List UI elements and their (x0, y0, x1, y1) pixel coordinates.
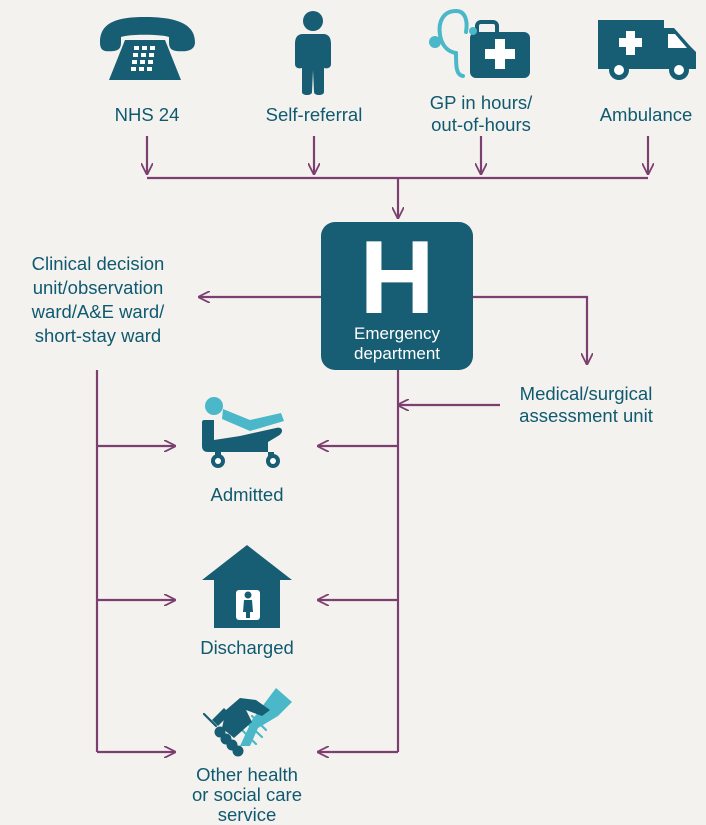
gp-label: GP in hours/ out-of-hours (429, 92, 533, 135)
ambulance-label: Ambulance (599, 104, 693, 125)
admitted-label: Admitted (210, 484, 284, 505)
other-care-service-label: Other health or social care service (191, 764, 302, 825)
house-person-icon (202, 545, 292, 628)
arrow-to-medical-surgical-unit (473, 295, 587, 364)
self-referral-label: Self-referral (265, 104, 363, 125)
emergency-department-label: Emergency department (354, 324, 440, 363)
ambulance-icon (598, 20, 696, 80)
hospital-bed-patient-icon (202, 397, 284, 468)
person-icon (295, 11, 331, 95)
discharged-label: Discharged (200, 637, 294, 658)
connector-arrows (95, 136, 648, 752)
clinical-decision-unit-label: Clinical decision unit/observation ward/… (31, 253, 165, 346)
telephone-icon (100, 17, 195, 80)
nhs24-label: NHS 24 (114, 104, 180, 125)
handshake-icon (202, 688, 292, 757)
emergency-department-box: H Emergency department (321, 222, 473, 370)
medical-surgical-assessment-unit-label: Medical/surgical assessment unit (519, 383, 653, 426)
stethoscope-medical-bag-icon (429, 9, 530, 78)
hospital-sign-icon: H (359, 220, 435, 336)
